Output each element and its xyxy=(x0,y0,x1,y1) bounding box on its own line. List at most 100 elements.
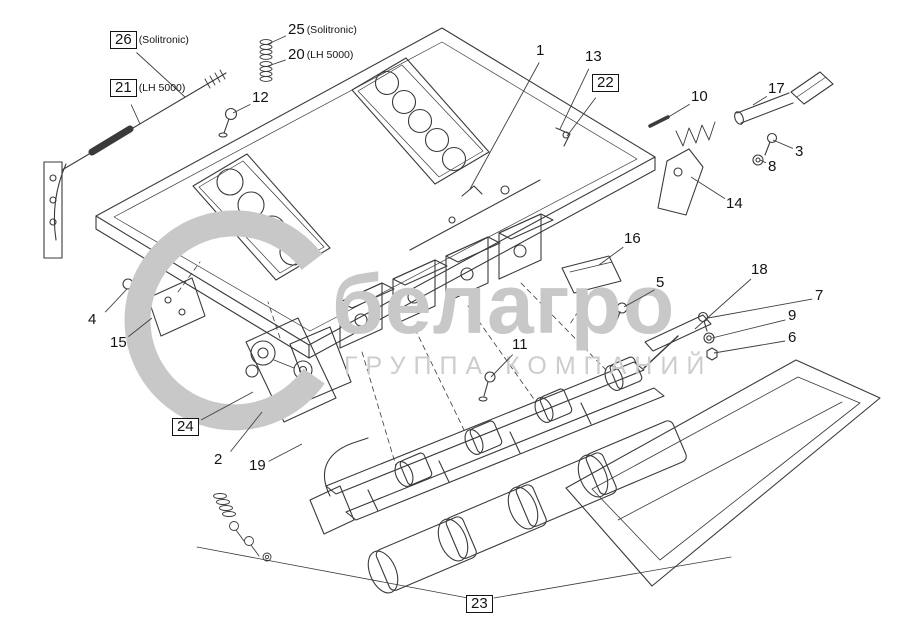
callout-24: 24 xyxy=(172,418,199,436)
bolt-3 xyxy=(764,132,778,156)
callout-number: 10 xyxy=(691,88,708,105)
leader-line-15 xyxy=(128,317,153,337)
callout-1: 1 xyxy=(536,42,544,60)
callout-12: 12 xyxy=(252,89,269,107)
leader-line-20 xyxy=(267,59,286,67)
leader-line-13 xyxy=(559,68,590,130)
callout-number: 8 xyxy=(768,158,777,175)
leader-line-7 xyxy=(707,298,813,319)
callout-number: 9 xyxy=(788,307,797,324)
callout-3: 3 xyxy=(795,143,803,161)
leader-line-1 xyxy=(469,62,540,190)
hole-plate-right xyxy=(351,57,490,185)
callout-number: 1 xyxy=(536,42,545,59)
leader-line-21 xyxy=(130,104,141,125)
callout-number: 12 xyxy=(252,89,269,106)
callout-13: 13 xyxy=(585,48,602,66)
leader-line-4 xyxy=(104,288,128,313)
tension-spring xyxy=(675,121,716,147)
metering-units xyxy=(339,213,554,349)
callout-number: 21 xyxy=(110,79,137,97)
callout-number: 13 xyxy=(585,48,602,65)
leader-line-11 xyxy=(490,354,514,378)
nut-6 xyxy=(706,347,718,361)
callout-10: 10 xyxy=(691,88,708,106)
callout-suffix: (LH 5000) xyxy=(138,82,186,94)
adjusting-rod-assembly xyxy=(43,69,227,259)
discharge-tray xyxy=(565,359,881,587)
callout-15: 15 xyxy=(110,334,127,352)
leader-line-12 xyxy=(232,103,251,114)
callout-number: 5 xyxy=(656,274,665,291)
callout-7: 7 xyxy=(815,287,823,305)
handle-17 xyxy=(734,71,834,125)
leader-line-8 xyxy=(759,159,767,164)
callout-number: 7 xyxy=(815,287,824,304)
bracket-14 xyxy=(657,148,704,216)
fasteners-bottom-left xyxy=(213,493,272,562)
callout-number: 4 xyxy=(88,311,97,328)
bolt-11 xyxy=(478,371,496,402)
roller-frame xyxy=(309,335,679,535)
spring-25 xyxy=(259,39,273,60)
callout-2: 2 xyxy=(214,451,222,469)
callout-6: 6 xyxy=(788,329,796,347)
callout-11: 11 xyxy=(512,336,528,354)
deflector-blade-18 xyxy=(644,314,712,352)
callout-number: 24 xyxy=(172,418,199,436)
leader-line-18 xyxy=(694,278,752,330)
callout-20: 20(LH 5000) xyxy=(288,46,353,64)
cage-rollers xyxy=(367,356,687,594)
bolt-5 xyxy=(614,302,628,326)
callout-number: 17 xyxy=(768,80,785,97)
callout-21: 21(LH 5000) xyxy=(110,79,185,97)
callout-number: 22 xyxy=(592,74,619,92)
callout-number: 2 xyxy=(214,451,223,468)
spring-20 xyxy=(259,61,273,82)
callout-number: 16 xyxy=(624,230,641,247)
callout-19: 19 xyxy=(249,457,266,475)
leader-line-2 xyxy=(230,411,263,452)
washer-9 xyxy=(703,332,715,344)
callout-suffix: (LH 5000) xyxy=(306,49,354,61)
leader-line-26 xyxy=(136,52,186,98)
leader-line-24 xyxy=(200,391,254,421)
callout-number: 20 xyxy=(288,46,305,63)
cover-plate-16 xyxy=(561,255,622,294)
leader-line-19 xyxy=(268,443,303,462)
callout-number: 23 xyxy=(466,595,493,613)
callout-9: 9 xyxy=(788,307,796,325)
callout-number: 19 xyxy=(249,457,266,474)
agitator-shaft xyxy=(409,127,571,251)
callout-22: 22 xyxy=(592,74,619,92)
leader-line-6 xyxy=(713,340,786,354)
leader-line-10 xyxy=(659,103,690,123)
callout-number: 6 xyxy=(788,329,797,346)
callout-16: 16 xyxy=(624,230,641,248)
leader-line-22 xyxy=(566,97,597,137)
assembly-extent-lines xyxy=(196,546,732,599)
callout-8: 8 xyxy=(768,158,776,176)
callout-18: 18 xyxy=(751,261,768,279)
leader-line-25 xyxy=(267,35,287,45)
callout-14: 14 xyxy=(726,195,743,213)
callout-5: 5 xyxy=(656,274,664,292)
leader-line-14 xyxy=(690,176,726,199)
callout-4: 4 xyxy=(88,311,96,329)
callout-25: 25(Solitronic) xyxy=(288,21,357,39)
callout-number: 3 xyxy=(795,143,804,160)
callout-number: 11 xyxy=(512,336,528,353)
leader-line-17 xyxy=(752,96,768,106)
callout-number: 14 xyxy=(726,195,743,212)
callout-number: 25 xyxy=(288,21,305,38)
callout-number: 18 xyxy=(751,261,768,278)
leader-line-9 xyxy=(711,319,786,339)
leader-line-3 xyxy=(772,139,794,149)
bolt-12 xyxy=(218,107,238,138)
callout-17: 17 xyxy=(768,80,785,98)
callout-26: 26(Solitronic) xyxy=(110,31,189,49)
leader-line-16 xyxy=(598,246,624,266)
leader-line-5 xyxy=(623,289,655,308)
